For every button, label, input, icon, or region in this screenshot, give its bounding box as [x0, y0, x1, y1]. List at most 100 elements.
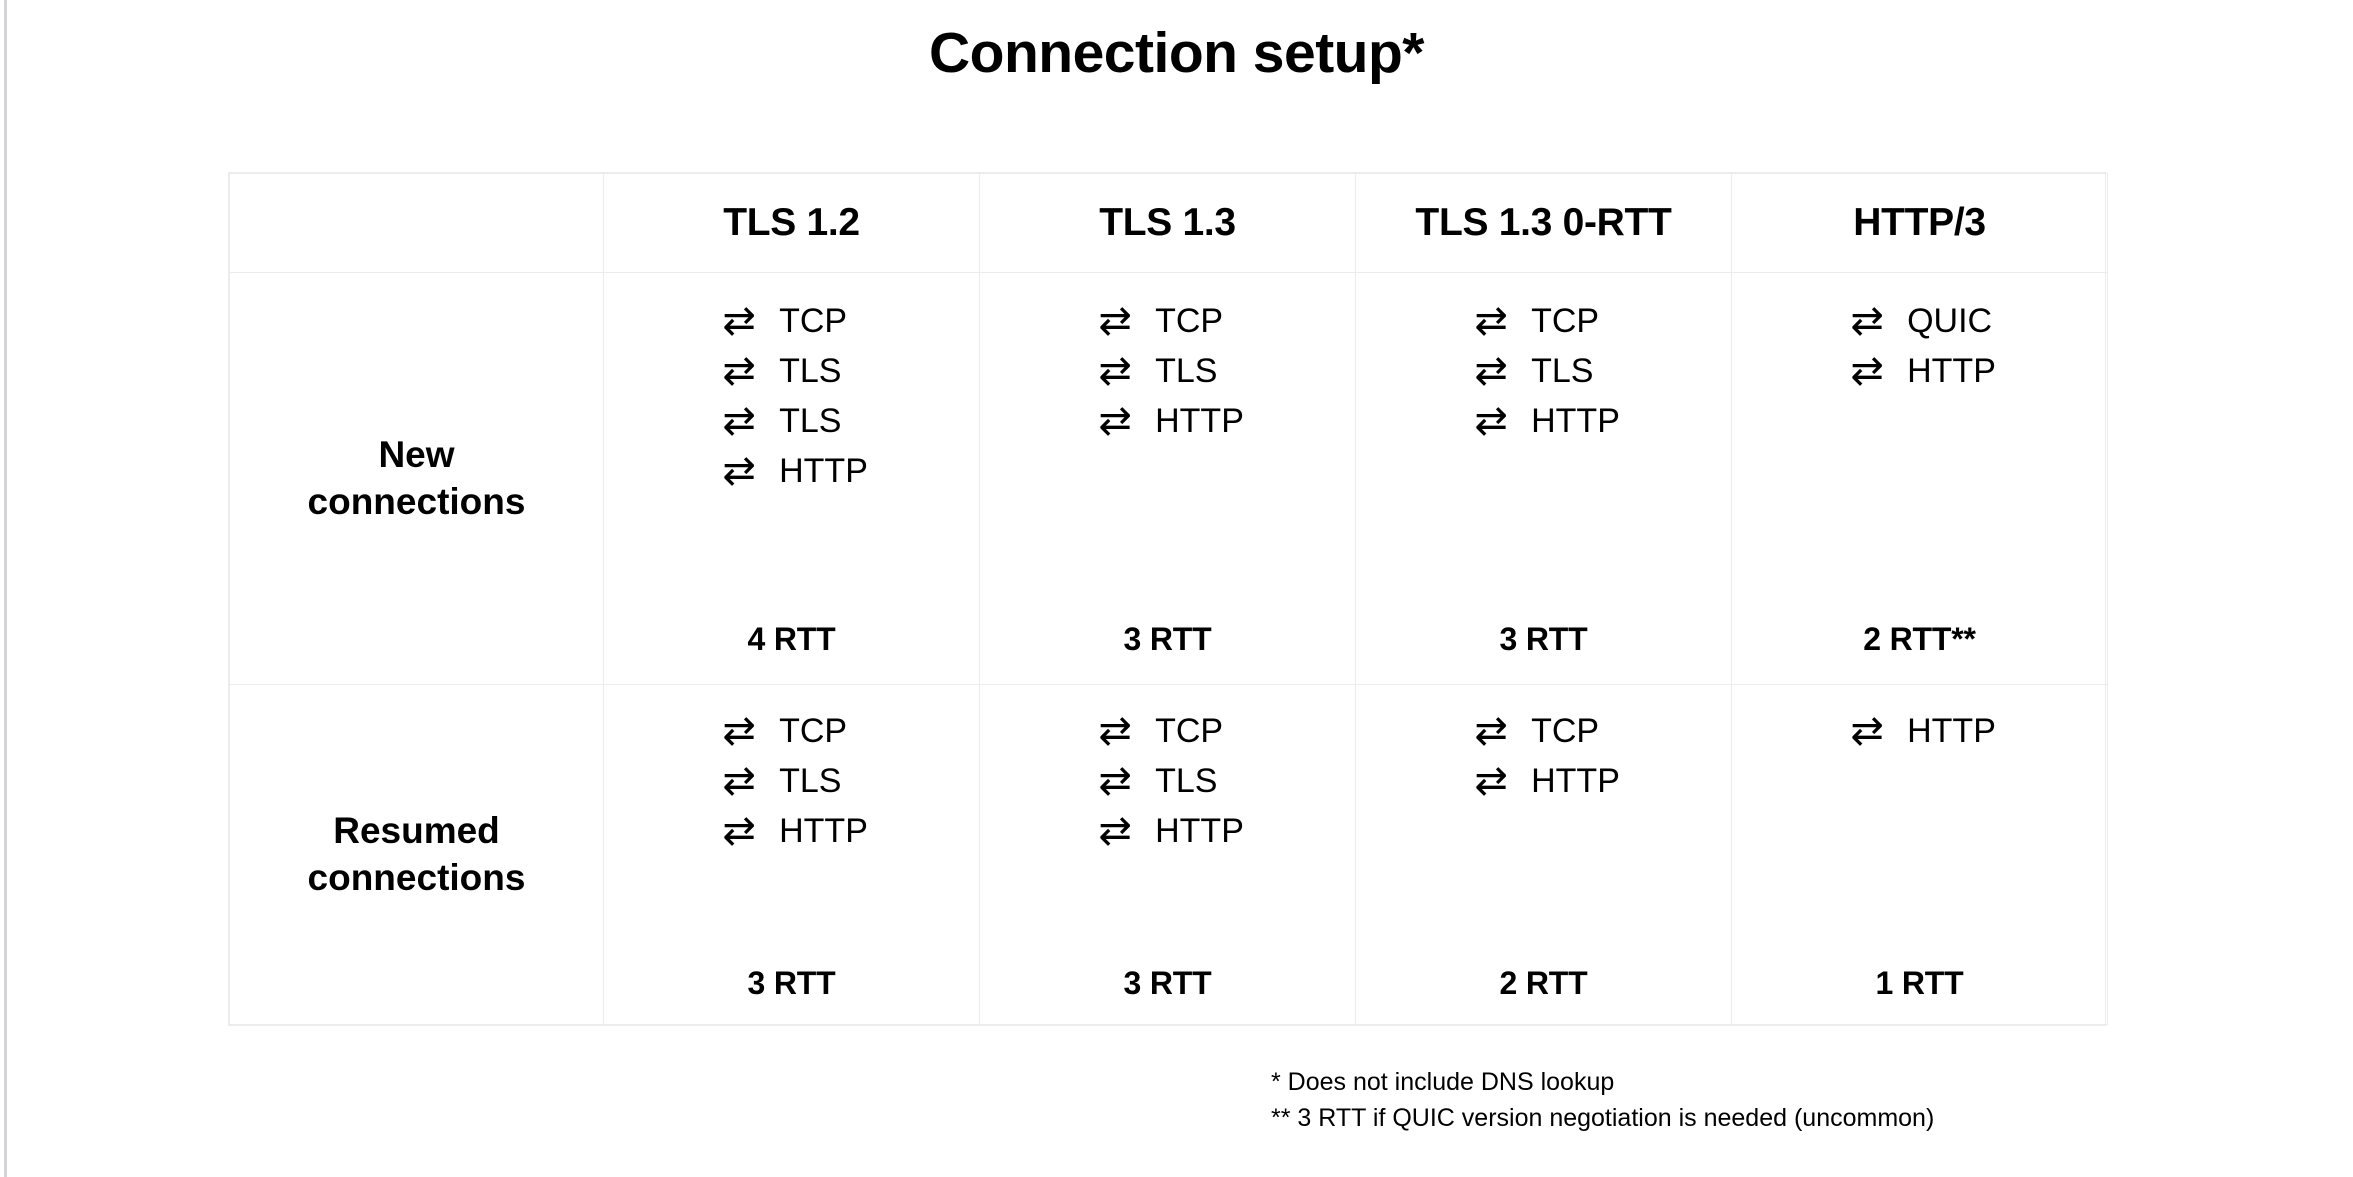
footnote-quic-version-negotiation: ** 3 RTT if QUIC version negotiation is … — [1271, 1103, 1935, 1132]
protocol-label: TCP — [1531, 712, 1600, 750]
round-trip-arrow-icon: ⇄ — [1850, 708, 1884, 754]
cell-resumed-tls13-0rtt: ⇄ TCP ⇄ HTTP 2 RTT — [1355, 684, 1732, 1025]
handshake-step: ⇄ TCP — [1467, 711, 1599, 751]
handshake-step: ⇄ HTTP — [715, 811, 868, 851]
round-trip-arrow-icon: ⇄ — [1850, 348, 1884, 394]
row-label-resumed-connections: Resumed connections — [229, 684, 604, 1025]
round-trip-arrow-icon: ⇄ — [722, 448, 756, 494]
column-header-tls12: TLS 1.2 — [603, 173, 980, 273]
row-label-new-connections: New connections — [229, 272, 604, 685]
protocol-label: HTTP — [779, 452, 868, 490]
round-trip-arrow-icon: ⇄ — [722, 808, 756, 854]
handshake-step-list: ⇄ TCP ⇄ TLS ⇄ HTTP — [1467, 301, 1620, 441]
protocol-label: TCP — [1531, 302, 1600, 340]
handshake-step: ⇄ TLS — [715, 401, 841, 441]
handshake-step: ⇄ HTTP — [1467, 401, 1620, 441]
round-trip-arrow-icon: ⇄ — [722, 398, 756, 444]
round-trip-arrow-icon: ⇄ — [1098, 348, 1132, 394]
connection-setup-table: TLS 1.2 TLS 1.3 TLS 1.3 0-RTT HTTP/3 New… — [228, 172, 2108, 1026]
rtt-total: 2 RTT** — [1863, 621, 1976, 657]
rtt-total: 3 RTT — [1499, 621, 1588, 657]
handshake-step: ⇄ TCP — [715, 711, 847, 751]
handshake-step: ⇄ HTTP — [1467, 761, 1620, 801]
handshake-step: ⇄ HTTP — [1091, 401, 1244, 441]
rtt-total: 1 RTT — [1875, 965, 1964, 1001]
slide-left-edge-rule — [4, 0, 7, 1177]
round-trip-arrow-icon: ⇄ — [1474, 758, 1508, 804]
round-trip-arrow-icon: ⇄ — [1098, 708, 1132, 754]
handshake-step-list: ⇄ QUIC ⇄ HTTP — [1843, 301, 1996, 391]
round-trip-arrow-icon: ⇄ — [1098, 398, 1132, 444]
handshake-step-list: ⇄ TCP ⇄ TLS ⇄ TLS — [715, 301, 868, 491]
protocol-label: TCP — [1155, 302, 1224, 340]
round-trip-arrow-icon: ⇄ — [1098, 808, 1132, 854]
round-trip-arrow-icon: ⇄ — [722, 708, 756, 754]
cell-resumed-tls13: ⇄ TCP ⇄ TLS ⇄ HTTP 3 — [979, 684, 1356, 1025]
protocol-label: HTTP — [1907, 352, 1996, 390]
rtt-total: 3 RTT — [747, 965, 836, 1001]
cell-resumed-tls12: ⇄ TCP ⇄ TLS ⇄ HTTP 3 — [603, 684, 980, 1025]
handshake-step: ⇄ HTTP — [1843, 711, 1996, 751]
protocol-label: HTTP — [1531, 402, 1620, 440]
handshake-step: ⇄ TLS — [715, 761, 841, 801]
row-label-line-2: connections — [307, 856, 526, 898]
table-header-row: TLS 1.2 TLS 1.3 TLS 1.3 0-RTT HTTP/3 — [229, 173, 2108, 273]
table-row: New connections ⇄ TCP ⇄ TLS — [229, 272, 2108, 685]
rtt-total: 3 RTT — [1123, 621, 1212, 657]
round-trip-arrow-icon: ⇄ — [1098, 758, 1132, 804]
footnotes: * Does not include DNS lookup ** 3 RTT i… — [1271, 1065, 1934, 1136]
protocol-label: TLS — [779, 402, 842, 440]
handshake-step: ⇄ TLS — [715, 351, 841, 391]
handshake-step: ⇄ QUIC — [1843, 301, 1992, 341]
cell-new-tls13-0rtt: ⇄ TCP ⇄ TLS ⇄ HTTP 3 — [1355, 272, 1732, 685]
handshake-step: ⇄ HTTP — [1091, 811, 1244, 851]
table-row: Resumed connections ⇄ TCP ⇄ TLS — [229, 684, 2108, 1025]
protocol-label: HTTP — [1155, 812, 1244, 850]
protocol-label: TCP — [779, 302, 848, 340]
handshake-step: ⇄ TCP — [1091, 711, 1223, 751]
round-trip-arrow-icon: ⇄ — [1474, 298, 1508, 344]
column-header-tls13: TLS 1.3 — [979, 173, 1356, 273]
round-trip-arrow-icon: ⇄ — [1850, 298, 1884, 344]
protocol-label: HTTP — [1155, 402, 1244, 440]
cell-new-tls12: ⇄ TCP ⇄ TLS ⇄ TLS — [603, 272, 980, 685]
handshake-step: ⇄ TLS — [1467, 351, 1593, 391]
protocol-label: HTTP — [1531, 762, 1620, 800]
handshake-step-list: ⇄ TCP ⇄ TLS ⇄ HTTP — [715, 711, 868, 851]
protocol-label: HTTP — [1907, 712, 1996, 750]
page-title: Connection setup* — [928, 21, 1425, 85]
round-trip-arrow-icon: ⇄ — [1098, 298, 1132, 344]
row-label-line-1: New — [378, 434, 455, 476]
protocol-label: TLS — [779, 352, 842, 390]
handshake-step: ⇄ TCP — [1467, 301, 1599, 341]
column-header-http3: HTTP/3 — [1731, 173, 2108, 273]
protocol-label: HTTP — [779, 812, 868, 850]
handshake-step: ⇄ TLS — [1091, 761, 1217, 801]
protocol-label: QUIC — [1907, 302, 1993, 340]
round-trip-arrow-icon: ⇄ — [722, 758, 756, 804]
protocol-label: TLS — [779, 762, 842, 800]
protocol-label: TLS — [1155, 762, 1218, 800]
row-label-line-2: connections — [307, 480, 526, 522]
protocol-label: TCP — [1155, 712, 1224, 750]
round-trip-arrow-icon: ⇄ — [1474, 398, 1508, 444]
round-trip-arrow-icon: ⇄ — [722, 348, 756, 394]
cell-new-tls13: ⇄ TCP ⇄ TLS ⇄ HTTP 3 — [979, 272, 1356, 685]
rtt-total: 3 RTT — [1123, 965, 1212, 1001]
handshake-step: ⇄ TCP — [1091, 301, 1223, 341]
handshake-step-list: ⇄ TCP ⇄ TLS ⇄ HTTP — [1091, 711, 1244, 851]
protocol-label: TLS — [1531, 352, 1594, 390]
round-trip-arrow-icon: ⇄ — [1474, 348, 1508, 394]
rtt-total: 4 RTT — [747, 621, 836, 657]
round-trip-arrow-icon: ⇄ — [722, 298, 756, 344]
rtt-total: 2 RTT — [1499, 965, 1588, 1001]
handshake-step: ⇄ HTTP — [715, 451, 868, 491]
cell-resumed-http3: ⇄ HTTP 1 RTT — [1731, 684, 2108, 1025]
round-trip-arrow-icon: ⇄ — [1474, 708, 1508, 754]
table-corner-cell — [229, 173, 604, 273]
handshake-step: ⇄ TCP — [715, 301, 847, 341]
column-header-tls13-0rtt: TLS 1.3 0-RTT — [1355, 173, 1732, 273]
cell-new-http3: ⇄ QUIC ⇄ HTTP 2 RTT** — [1731, 272, 2108, 685]
protocol-label: TLS — [1155, 352, 1218, 390]
footnote-dns-lookup: * Does not include DNS lookup — [1271, 1068, 1615, 1096]
